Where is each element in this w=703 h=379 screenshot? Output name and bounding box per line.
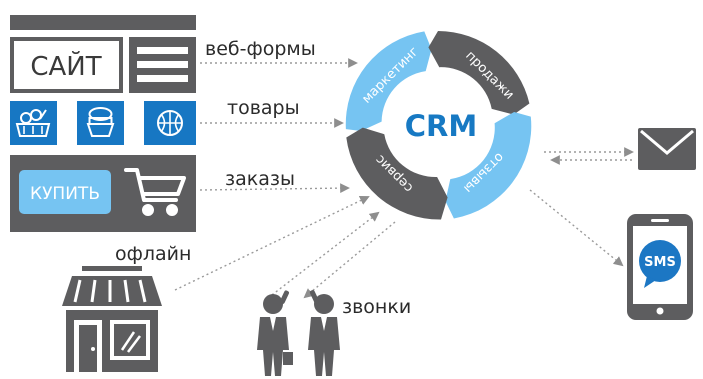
arrow-offline [174,195,370,291]
buy-button-label: КУПИТЬ [30,184,100,204]
smartphone-icon: SMS [627,214,693,320]
crm-core [393,77,489,173]
sms-bubble [639,240,681,282]
person-phone-icon [257,290,293,376]
envelope-icon [638,128,696,170]
segment-reviews [445,112,532,219]
site-logo-text: САЙТ [30,50,101,82]
buy-button[interactable] [19,170,111,214]
basketball-icon [144,101,196,145]
arrow-calls-out [303,221,396,299]
label-orders: заказы [225,168,295,190]
segment-sales [428,31,530,115]
basket-icon [10,101,57,145]
crm-ring: CRM маркетинг продажи отзывы сервис [345,31,532,220]
arrow-calls-in [267,211,380,299]
segment-service [346,127,448,220]
website-panel: САЙТ [10,15,196,232]
site-header-bar [10,15,196,30]
shop-icon [62,266,162,372]
arrow-to-sms [529,189,624,267]
crm-center-label: CRM [405,109,477,143]
label-offline: офлайн [115,243,192,265]
sms-label: SMS [644,255,676,270]
cake-icon [77,101,124,145]
segment-marketing [345,31,432,131]
label-goods: товары [227,97,300,119]
person-phone-icon [308,290,340,376]
menu-list-icon [129,37,196,93]
label-calls: звонки [342,296,412,318]
label-web-forms: веб-формы [205,38,316,60]
shopping-cart-icon [124,168,186,216]
connector-arrows [174,58,634,299]
